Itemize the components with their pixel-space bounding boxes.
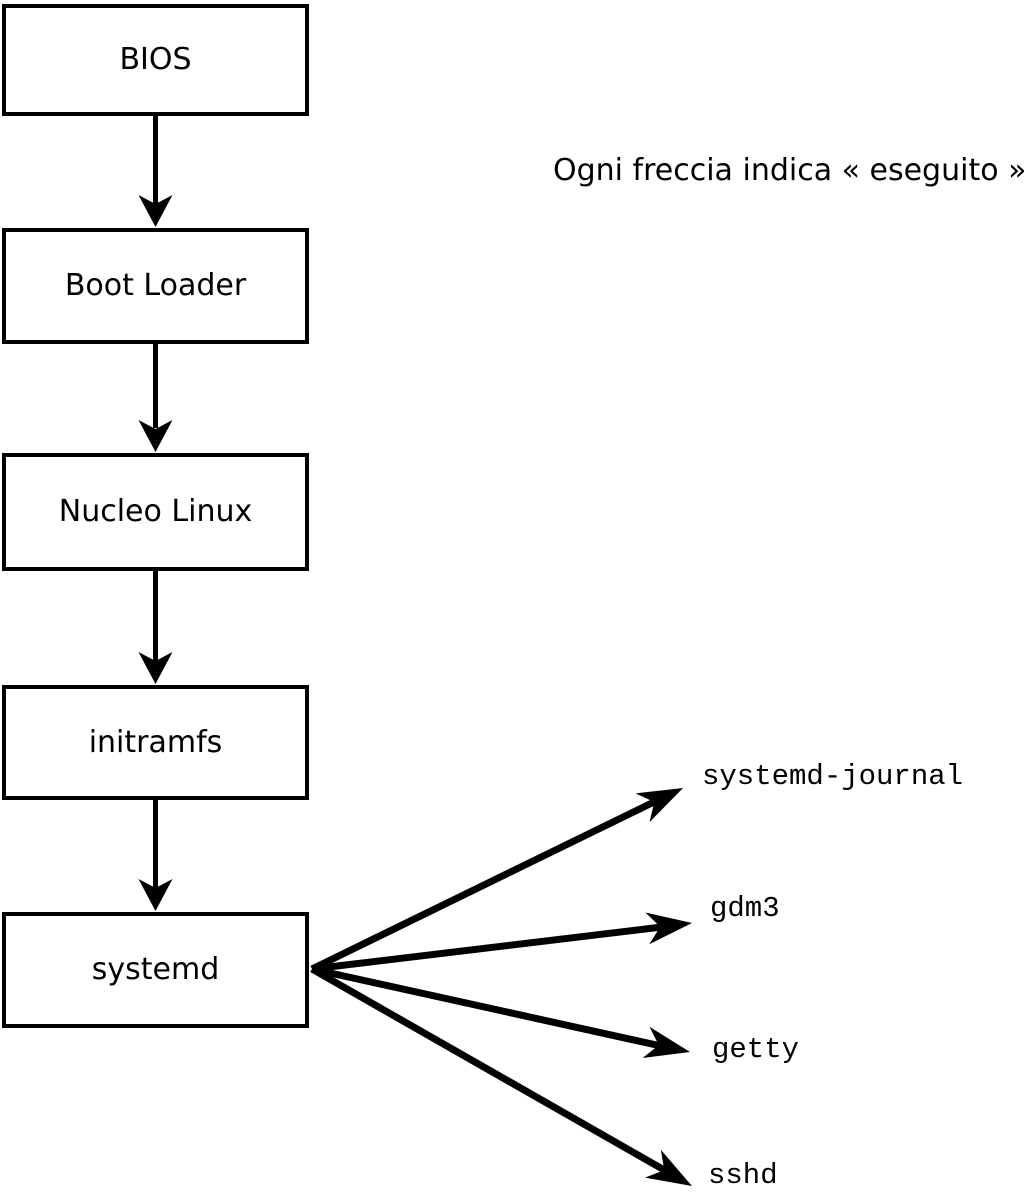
arrow-bios-to-bootloader <box>138 116 173 227</box>
arrowhead-icon <box>645 912 692 945</box>
box-bios: BIOS <box>2 4 309 116</box>
arrow-systemd-to-sshd <box>310 965 692 1186</box>
service-label-getty: getty <box>712 1033 800 1066</box>
arrowhead-icon <box>138 879 173 911</box>
arrow-systemd-to-getty <box>311 965 690 1058</box>
box-boot-loader: Boot Loader <box>2 228 309 344</box>
service-label-sshd: sshd <box>708 1159 778 1192</box>
arrowhead-icon <box>138 652 173 684</box>
arrow-bootloader-to-kernel <box>138 344 173 452</box>
arrowhead-icon <box>635 788 683 823</box>
arrow-initramfs-to-systemd <box>138 800 173 911</box>
arrow-systemd-to-gdm3 <box>311 912 692 973</box>
box-initramfs: initramfs <box>2 685 309 800</box>
box-systemd-label: systemd <box>91 952 220 987</box>
legend-caption: Ogni freccia indica « eseguito ». <box>553 153 1024 188</box>
box-nucleo-linux-label: Nucleo Linux <box>58 494 253 529</box>
box-boot-loader-label: Boot Loader <box>64 268 247 303</box>
box-systemd: systemd <box>2 912 309 1028</box>
box-nucleo-linux: Nucleo Linux <box>2 453 309 571</box>
arrowhead-icon <box>644 1149 692 1186</box>
service-label-gdm3: gdm3 <box>710 892 780 925</box>
box-bios-label: BIOS <box>119 42 192 77</box>
arrowhead-icon <box>138 420 173 452</box>
arrowhead-icon <box>642 1026 690 1058</box>
service-label-systemd-journal: systemd-journal <box>702 760 964 793</box>
arrowhead-icon <box>138 195 173 227</box>
arrow-kernel-to-initramfs <box>138 571 173 684</box>
box-initramfs-label: initramfs <box>88 724 223 760</box>
arrow-systemd-to-journal <box>310 788 683 973</box>
